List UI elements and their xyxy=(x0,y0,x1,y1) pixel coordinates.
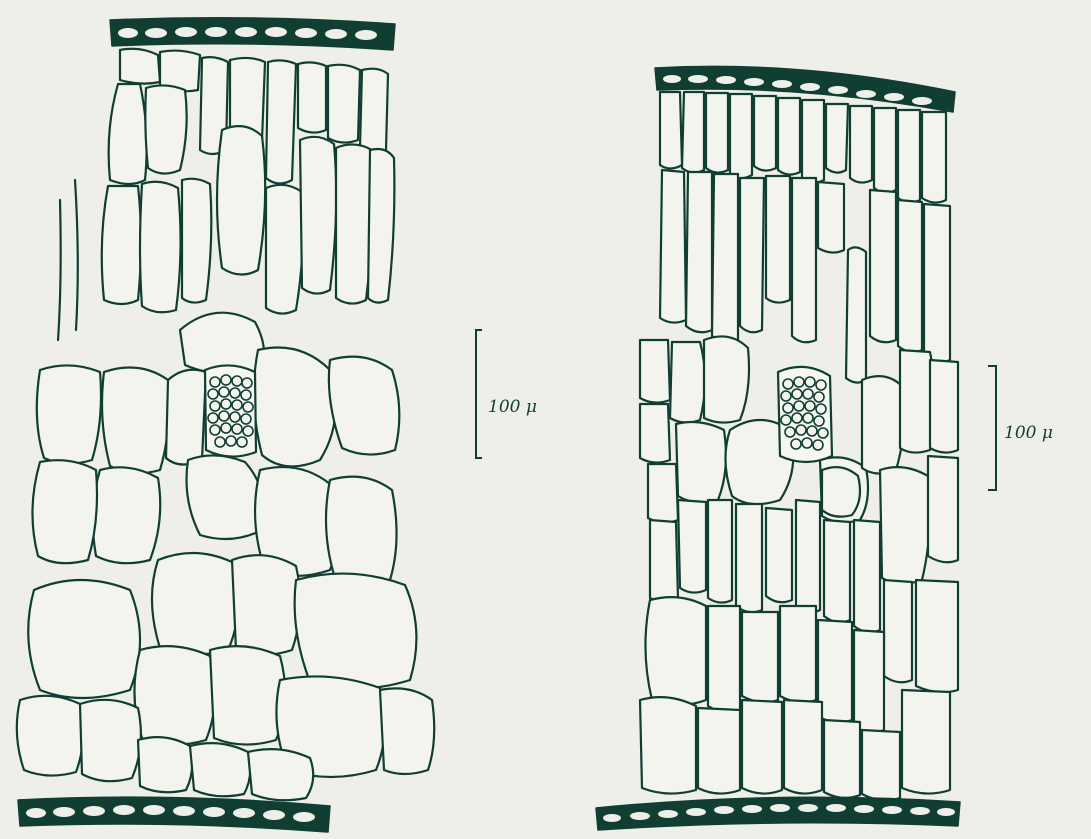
left-vascular-bundle xyxy=(205,365,256,456)
left-scale-bar-label: 100 μ xyxy=(488,397,537,417)
right-scale-bar-label: 100 μ xyxy=(1004,423,1053,443)
